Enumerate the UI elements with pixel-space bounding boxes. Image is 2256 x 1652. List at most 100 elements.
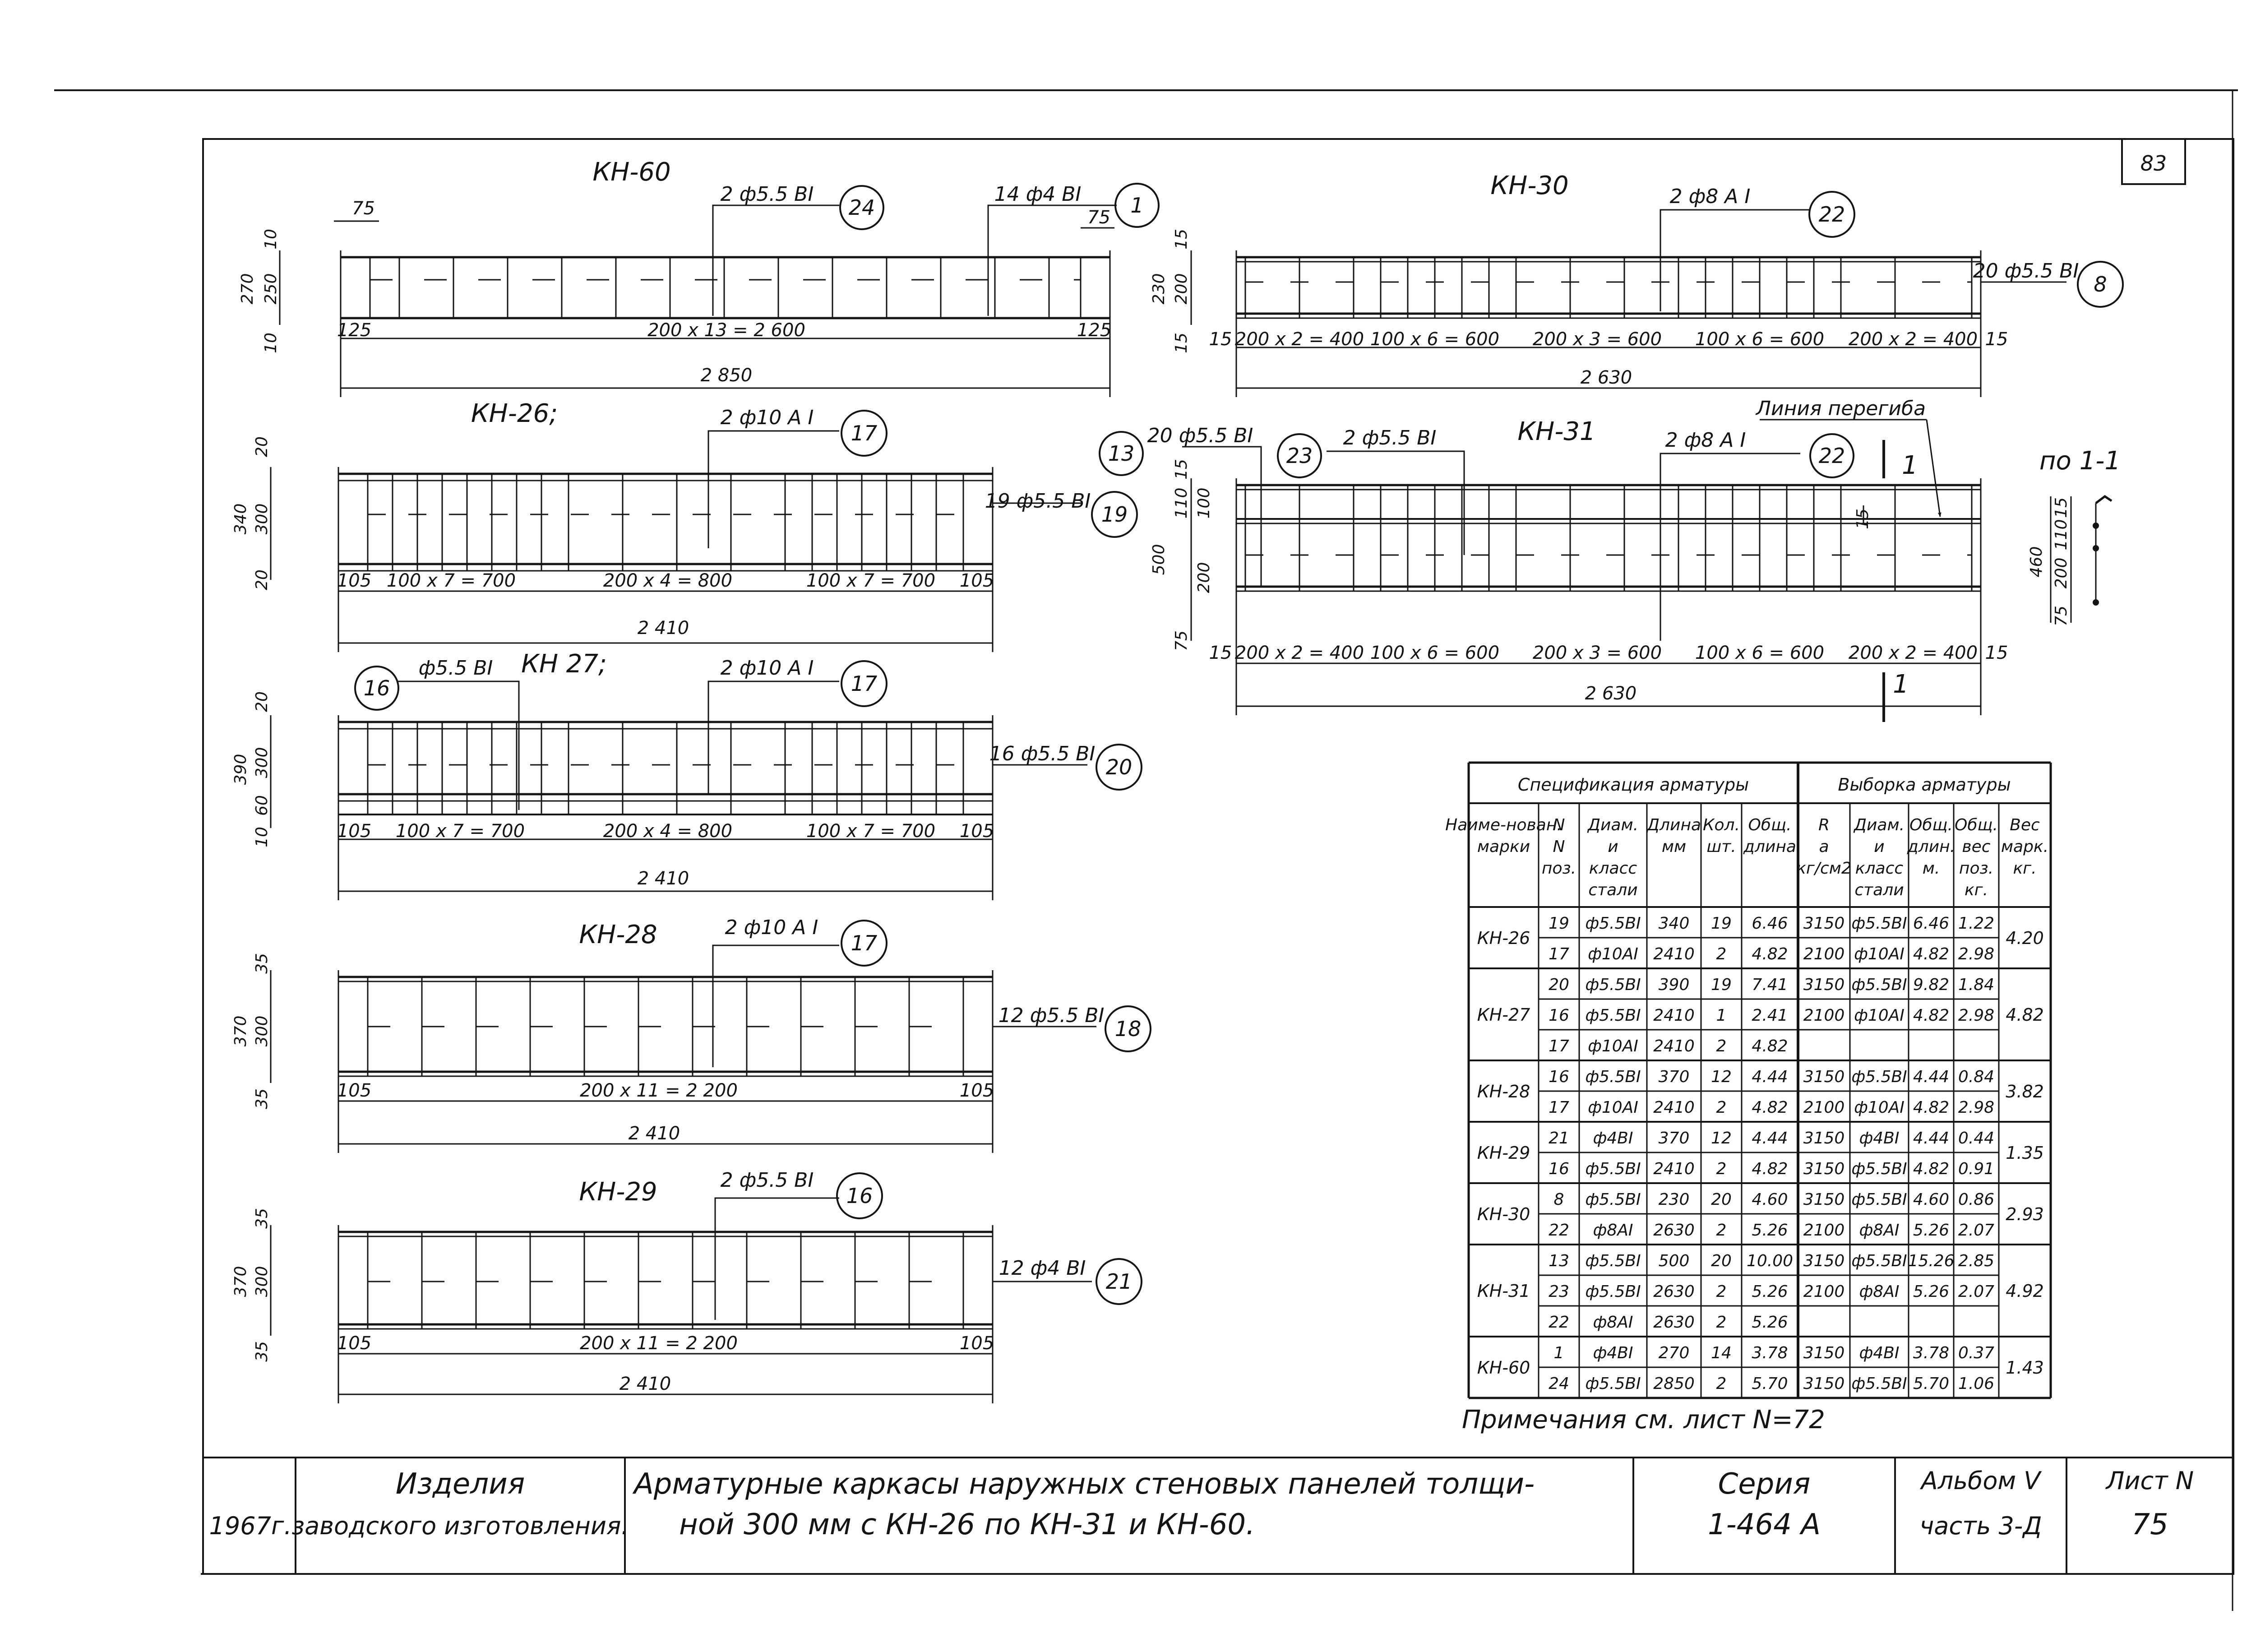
kn26-end-right: 105 <box>960 570 994 591</box>
kn30-seg5: 200 x 2 = 400 <box>1849 329 1978 350</box>
kn27-end-right: 105 <box>960 821 994 842</box>
kn60-height-bot: 10 <box>262 333 280 353</box>
kn60-overall: 2 850 <box>701 365 753 386</box>
spec-cell-0-1-1: ф10AI <box>1588 945 1638 963</box>
spec-cell-2-0-0: 16 <box>1549 1068 1569 1086</box>
kn27-side-call: 16 ф5.5 BI <box>989 742 1096 765</box>
kn31-left-call-num: 13 <box>1108 441 1135 466</box>
spec-cell-2-1-4: 4.82 <box>1752 1098 1788 1117</box>
kn28-height-top: 35 <box>253 953 271 974</box>
drawing-kn26: КН-26; 2 <box>231 399 1138 652</box>
kn29-title: КН-29 <box>579 1177 657 1207</box>
stamp-category-line1: Изделия <box>396 1467 525 1501</box>
spec-weight-1: 4.82 <box>2006 1005 2044 1025</box>
kn30-end-left: 15 <box>1209 329 1232 350</box>
kn31-seg1: 200 x 2 = 400 <box>1235 643 1364 663</box>
spec-cell-1-0-3: 19 <box>1711 976 1732 994</box>
spec-cell-1-1-7: 4.82 <box>1913 1006 1949 1025</box>
kn60-dim-right-top: 75 <box>1087 207 1110 228</box>
kn30-seg2: 100 x 6 = 600 <box>1370 329 1499 350</box>
spec-weight-0: 4.20 <box>2006 928 2044 948</box>
spec-cell-1-0-4: 7.41 <box>1752 976 1788 994</box>
spec-cell-6-0-1: ф4BI <box>1593 1344 1633 1362</box>
spec-weight-2: 3.82 <box>2006 1082 2044 1101</box>
page-number-box: 83 <box>2121 138 2186 185</box>
spec-cell-6-1-2: 2850 <box>1653 1374 1695 1393</box>
section-bar-dot-1 <box>2093 523 2099 529</box>
spec-cell-0-0-8: 1.22 <box>1958 914 1994 933</box>
stamp-sheet-label: Лист N <box>2105 1467 2194 1495</box>
spec-cell-4-0-5: 3150 <box>1803 1190 1845 1209</box>
spec-cell-5-1-4: 5.26 <box>1752 1282 1788 1301</box>
spec-cell-4-0-7: 4.60 <box>1913 1190 1949 1209</box>
kn30-side-circle <box>2077 261 2124 308</box>
kn26-height-bot: 20 <box>253 569 271 590</box>
kn60-height-total: 270 <box>238 273 257 305</box>
kn31-stirrups <box>1244 485 1973 591</box>
kn30-title: КН-30 <box>1490 171 1568 200</box>
spec-cell-2-1-5: 2100 <box>1803 1098 1845 1117</box>
spec-cell-0-1-8: 2.98 <box>1958 945 1994 963</box>
kn29-height-top: 35 <box>253 1208 271 1229</box>
drawing-kn31: КН-31 Линия перегиба <box>1099 397 2008 722</box>
stamp-category-line2: заводского изготовления. <box>291 1512 629 1540</box>
spec-cell-1-0-7: 9.82 <box>1913 976 1949 994</box>
spec-cell-1-1-1: ф5.5BI <box>1585 1006 1641 1025</box>
kn31-seg2: 100 x 6 = 600 <box>1370 643 1499 663</box>
kn30-side-call: 20 ф5.5 BI <box>1973 259 2079 282</box>
kn28-top-circle <box>841 920 888 967</box>
spec-cell-5-0-8: 2.85 <box>1958 1252 1994 1270</box>
spec-header-4: Кол.шт. <box>1703 816 1740 856</box>
spec-cell-0-1-3: 2 <box>1716 945 1727 963</box>
spec-cell-2-0-8: 0.84 <box>1958 1068 1994 1086</box>
spec-cell-3-0-1: ф4BI <box>1593 1129 1633 1148</box>
kn31-height-a: 15 <box>1172 459 1191 480</box>
spec-cell-1-2-1: ф10AI <box>1588 1037 1638 1055</box>
kn60-call-left: 2 ф5.5 BI <box>721 183 814 206</box>
kn31-seg4: 100 x 6 = 600 <box>1695 643 1824 663</box>
spec-cell-4-0-4: 4.60 <box>1752 1190 1788 1209</box>
kn26-stirrups <box>367 474 964 571</box>
kn31-left-call: 20 ф5.5 BI <box>1147 424 1253 447</box>
kn30-seg1: 200 x 2 = 400 <box>1235 329 1364 350</box>
spec-mark-1: КН-27 <box>1477 1005 1530 1025</box>
spec-cell-3-0-7: 4.44 <box>1913 1129 1949 1148</box>
kn60-span: 200 x 13 = 2 600 <box>647 320 805 341</box>
kn60-callout-circle-left <box>839 185 884 230</box>
spec-cell-2-0-3: 12 <box>1711 1068 1732 1086</box>
spec-cell-4-1-8: 2.07 <box>1958 1221 1994 1240</box>
spec-cell-1-2-2: 2410 <box>1653 1037 1695 1055</box>
kn26-top-call: 2 ф10 A I <box>721 406 814 429</box>
kn29-overall: 2 410 <box>619 1374 671 1394</box>
kn60-call-right: 14 ф4 BI <box>994 183 1082 206</box>
spec-cell-6-0-7: 3.78 <box>1913 1344 1949 1362</box>
kn30-top-call: 2 ф8 A I <box>1670 185 1751 208</box>
spec-cell-1-1-3: 1 <box>1716 1006 1727 1025</box>
spec-cell-6-1-6: ф5.5BI <box>1851 1374 1907 1393</box>
kn31-inner-dim: 15 <box>1854 509 1872 529</box>
kn26-top-call-num: 17 <box>851 421 878 445</box>
kn31-section-mark-bottom: 1 <box>1893 670 1909 699</box>
kn60-end-left: 125 <box>337 320 371 341</box>
spec-cell-4-1-6: ф8AI <box>1859 1221 1900 1240</box>
spec-header-0: Наиме-нован.марки <box>1445 816 1562 856</box>
spec-cell-3-0-5: 3150 <box>1803 1129 1845 1148</box>
kn29-top-circle <box>836 1172 883 1219</box>
kn31-seg5: 200 x 2 = 400 <box>1849 643 1978 663</box>
kn27-seg1: 100 x 7 = 700 <box>396 821 525 842</box>
spec-cell-0-0-7: 6.46 <box>1913 914 1949 933</box>
drawing-kn60: КН-60 <box>238 157 1160 397</box>
spec-mark-6: КН-60 <box>1477 1358 1530 1378</box>
spec-cell-2-1-7: 4.82 <box>1913 1098 1949 1117</box>
kn31-section-mark-top: 1 <box>1902 451 1918 480</box>
spec-cell-6-1-4: 5.70 <box>1752 1374 1788 1393</box>
kn29-height-total: 370 <box>231 1266 250 1297</box>
section-bar-dot-3 <box>2093 599 2099 606</box>
kn60-callout-circle-right <box>1114 183 1160 228</box>
kn60-height-top: 10 <box>262 229 280 250</box>
spec-cell-1-0-6: ф5.5BI <box>1851 976 1907 994</box>
kn60-stirrups <box>370 257 1081 318</box>
spec-cell-0-1-7: 4.82 <box>1913 945 1949 963</box>
